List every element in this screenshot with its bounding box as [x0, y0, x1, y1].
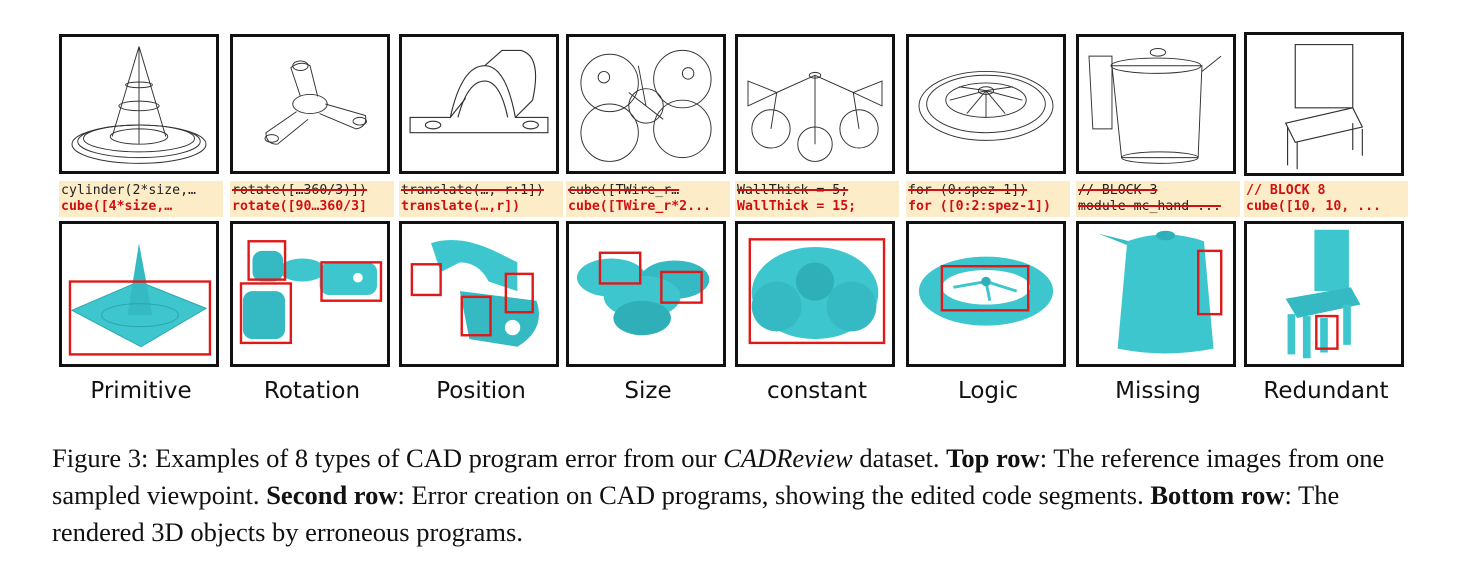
reference-image [1076, 34, 1236, 174]
bracket-reference-drawing [409, 49, 549, 134]
error-box [239, 282, 293, 345]
rendered-object [566, 221, 726, 367]
code-original: cube([TWire_r… [568, 183, 680, 198]
cone-reference-drawing [71, 46, 207, 164]
rendered-object [1244, 221, 1404, 367]
code-original: // BLOCK 8 [1246, 183, 1326, 198]
caption-bottom-row-label: Bottom row [1150, 480, 1285, 510]
error-box [68, 280, 212, 356]
rendered-object [735, 221, 895, 367]
error-box [460, 295, 492, 337]
error-type-label: Position [436, 378, 526, 404]
code-segment: translate(…, r:1]) translate(…,r]) [399, 181, 563, 217]
reference-image [566, 34, 726, 174]
error-box [504, 272, 534, 314]
code-segment: // BLOCK 3 module mc_hand ... [1076, 181, 1240, 217]
error-box [1315, 314, 1339, 350]
code-edited: cube([10, 10, ... [1246, 199, 1381, 214]
error-type-label: Size [624, 378, 672, 404]
code-segment: WallThick = 5; WallThick = 15; [735, 181, 899, 217]
code-edited: for ([0:2:spez-1]) [908, 199, 1051, 214]
spinner-reference-drawing [264, 60, 367, 145]
error-type-label: Redundant [1263, 378, 1389, 404]
code-edited: module mc_hand ... [1078, 199, 1221, 214]
code-edited: translate(…,r]) [401, 199, 521, 214]
reference-image [59, 34, 219, 174]
error-box [247, 240, 287, 281]
rendered-hub-drawing [748, 238, 886, 345]
code-segment: rotate([…360/3)]) rotate([90…360/3] [230, 181, 394, 217]
code-edited: rotate([90…360/3] [232, 199, 367, 214]
code-original: translate(…, r:1]) [401, 183, 544, 198]
caption-dataset-name: CADReview [723, 443, 853, 473]
rendered-chair-drawing [1285, 229, 1361, 359]
error-box [660, 270, 703, 304]
code-edited: cube([TWire_r*2... [568, 199, 711, 214]
rendered-wheel-drawing [918, 256, 1054, 326]
error-type-label: Rotation [263, 378, 361, 404]
caption-bottom-row-text: : The rendered 3D objects by erroneous p… [52, 480, 1340, 547]
code-segment: for (0:spez-1]) for ([0:2:spez-1]) [906, 181, 1070, 217]
rendered-teapot-drawing [1098, 230, 1223, 354]
rendered-clover-drawing [576, 251, 710, 336]
error-box [410, 263, 442, 297]
error-box [598, 251, 642, 285]
reference-image [230, 34, 390, 174]
error-type-label: constant [767, 378, 867, 404]
caption-top-row-label: Top row [946, 443, 1040, 473]
figure-caption: Figure 3: Examples of 8 types of CAD pro… [52, 440, 1432, 551]
code-original: rotate([…360/3)]) [232, 183, 367, 198]
code-original: // BLOCK 3 [1078, 183, 1158, 198]
reference-image [399, 34, 559, 174]
error-box [748, 238, 886, 345]
reference-image [906, 34, 1066, 174]
caption-figure-label: Figure 3: [52, 443, 149, 473]
error-box [940, 264, 1030, 312]
code-edited: WallThick = 15; [737, 199, 857, 214]
rendered-cone-drawing [68, 243, 212, 356]
error-type-label: Missing [1115, 378, 1201, 404]
hub-reference-drawing [747, 71, 883, 162]
rendered-object [399, 221, 559, 367]
error-type-label: Primitive [90, 378, 192, 404]
error-box [1196, 249, 1223, 316]
code-segment: cylinder(2*size,… cube([4*size,… [59, 181, 223, 217]
code-original: WallThick = 5; [737, 183, 849, 198]
caption-intro: Examples of 8 types of CAD program error… [155, 443, 717, 473]
code-original: for (0:spez-1]) [908, 183, 1028, 198]
caption-second-row-text: : Error creation on CAD programs, showin… [397, 480, 1144, 510]
error-type-label: Logic [957, 378, 1019, 404]
rendered-object [230, 221, 390, 367]
rendered-object [1076, 221, 1236, 367]
code-edited: cube([4*size,… [61, 199, 173, 214]
reference-image [735, 34, 895, 174]
rendered-object [906, 221, 1066, 367]
caption-second-row-label: Second row [266, 480, 398, 510]
caption-top-row-text: : The reference images from one sampled … [52, 443, 1385, 510]
caption-intro-tail: dataset. [859, 443, 940, 473]
code-segment: // BLOCK 8 cube([10, 10, ... [1244, 181, 1408, 217]
clover-reference-drawing [580, 49, 712, 162]
chair-reference-drawing [1284, 44, 1364, 170]
teapot-reference-drawing [1088, 48, 1222, 164]
rendered-spinner-drawing [239, 240, 383, 345]
code-segment: cube([TWire_r… cube([TWire_r*2... [566, 181, 730, 217]
wheel-reference-drawing [918, 70, 1054, 141]
error-box [320, 261, 383, 302]
rendered-object [59, 221, 219, 367]
code-original: cylinder(2*size,… [61, 183, 196, 198]
rendered-bracket-drawing [410, 239, 539, 347]
reference-image [1244, 32, 1404, 176]
